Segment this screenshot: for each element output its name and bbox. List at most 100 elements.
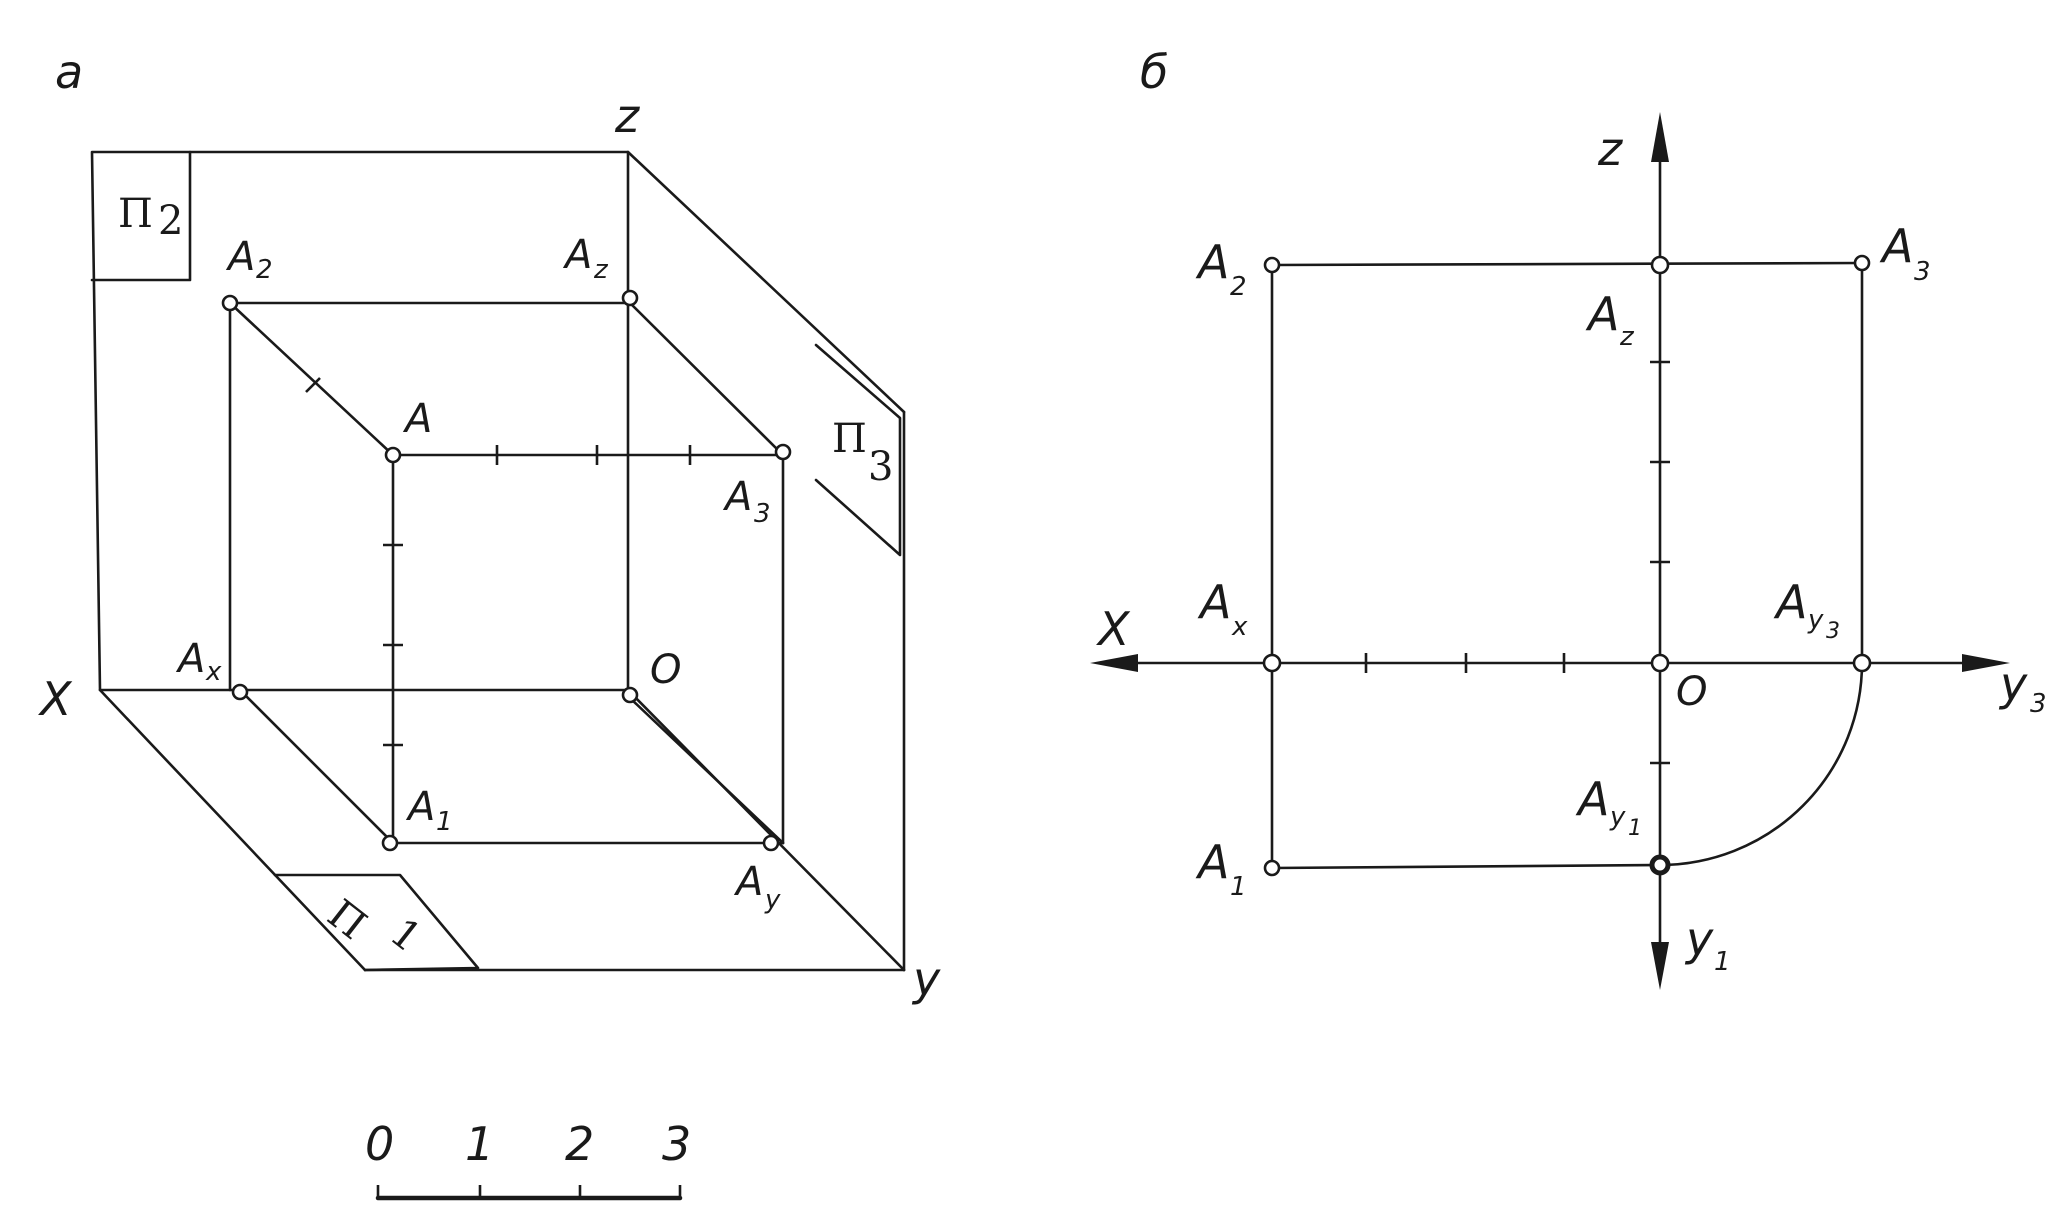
ay3-subsub: 3 [1826,619,1840,644]
edge-z-top [626,150,906,414]
panel-b-letter: б [1140,45,1168,99]
axes-b [1090,112,2010,990]
axis-y1-base: y [1684,912,1714,966]
ay1-base: A [1575,772,1609,826]
plane2-frame [90,150,192,282]
plane1-frame [273,873,480,972]
a2-sub: 2 [256,255,273,285]
plane3-frame [814,343,902,557]
ax-sub: x [1231,612,1248,642]
az-base: A [1585,287,1619,341]
a1-base: A [405,784,435,830]
line-az-a3 [628,301,785,457]
az-sub: z [593,255,609,285]
plane1-subscript: 1 [381,910,429,962]
ax-label: A x [175,636,222,687]
point-a [384,446,402,464]
plane2-label: Π 2 [90,150,192,282]
plane1-symbol: Π [319,891,375,949]
az-sub: z [1619,322,1635,352]
point-a1 [381,834,399,852]
point-a2 [221,294,239,312]
scale-label-3: 3 [662,1117,691,1171]
a1-label: A 1 [405,784,453,837]
a2-sub: 2 [1230,272,1247,302]
a3-sub: 3 [1914,257,1931,287]
plane2-symbol: Π [118,191,153,237]
ay-base: A [733,859,763,905]
a1-sub: 1 [1230,872,1247,902]
scale-bar: 0 1 2 3 [365,1117,691,1201]
a1-base: A [1195,835,1229,889]
transfer-arc [1658,661,1864,867]
axis-z-label: z [1597,122,1623,176]
plane3-symbol: Π [832,416,867,462]
plane3-subscript: 3 [868,444,893,490]
ay3-sub: y [1807,605,1824,635]
plane3-label: Π 3 [814,343,902,557]
a1-label: A 1 [1195,835,1247,902]
ax-sub: x [205,657,222,687]
projection-lines-b [1270,261,1864,870]
scale-ticks-b [1364,360,1670,765]
axis-y-oblique [626,688,906,972]
line-a2-a [228,301,395,457]
axis-y-label: y [911,952,941,1006]
point-ay [762,834,780,852]
points-a [221,289,792,852]
axis-y1-sub: 1 [1714,947,1731,977]
point-a-label: A [402,396,432,442]
scale-label-1: 1 [465,1117,494,1171]
ax-label: A x [1197,575,1248,642]
a3-sub: 3 [754,499,771,529]
line-o-ay [628,696,785,845]
labels-b: z X y 3 y 1 O A 2 A z A 3 [1096,122,2047,977]
projection-lines [228,301,785,845]
point-a2 [1263,256,1281,274]
ay-label: A y [733,859,781,915]
point-ax [1262,653,1282,673]
a2-label: A 2 [225,234,273,285]
origin-label: O [1676,669,1707,715]
a3-base: A [1879,219,1913,273]
point-a3 [1853,254,1871,272]
panel-a: a Π 2 Π 3 Π 1 [38,45,941,1006]
az-label: A z [562,232,609,285]
arrow-x [1090,654,1138,672]
az-label: A z [1585,287,1635,352]
edge-x-bottom [98,688,367,972]
a2-label: A 2 [1195,235,1247,302]
point-ay1 [1649,854,1671,876]
point-ay3 [1852,653,1872,673]
tick [305,377,321,393]
ay-sub: y [764,885,781,915]
panel-a-letter: a [55,45,83,99]
arrow-y1 [1651,942,1669,990]
az-base: A [562,232,592,278]
line-a2-a3 [1270,261,1864,267]
ax-base: A [175,636,205,682]
scale-label-0: 0 [365,1117,394,1171]
axis-y1-label: y 1 [1684,912,1731,977]
ay3-base: A [1773,575,1807,629]
ay3-label: A y 3 [1773,575,1840,644]
axis-x-label: X [1096,602,1131,656]
point-origin [1650,653,1670,673]
labels-a: z X y O A A 2 A z A 3 A x A 1 [38,89,941,1006]
point-az [1650,255,1670,275]
ay1-label: A y 1 [1575,772,1642,841]
axis-x-label: X [38,672,73,726]
axis-y3-base: y [1998,657,2028,711]
ay1-sub: y [1609,802,1626,832]
point-origin [621,686,639,704]
point-ax [231,683,249,701]
axis-z-label: z [614,89,640,143]
line-ax-a1 [238,688,395,845]
line-a1-ay1 [1270,863,1662,870]
ay1-subsub: 1 [1628,816,1642,841]
arrow-z [1651,112,1669,162]
points-b [1262,254,1872,877]
arrow-y3 [1962,654,2010,672]
point-a1 [1263,859,1281,877]
